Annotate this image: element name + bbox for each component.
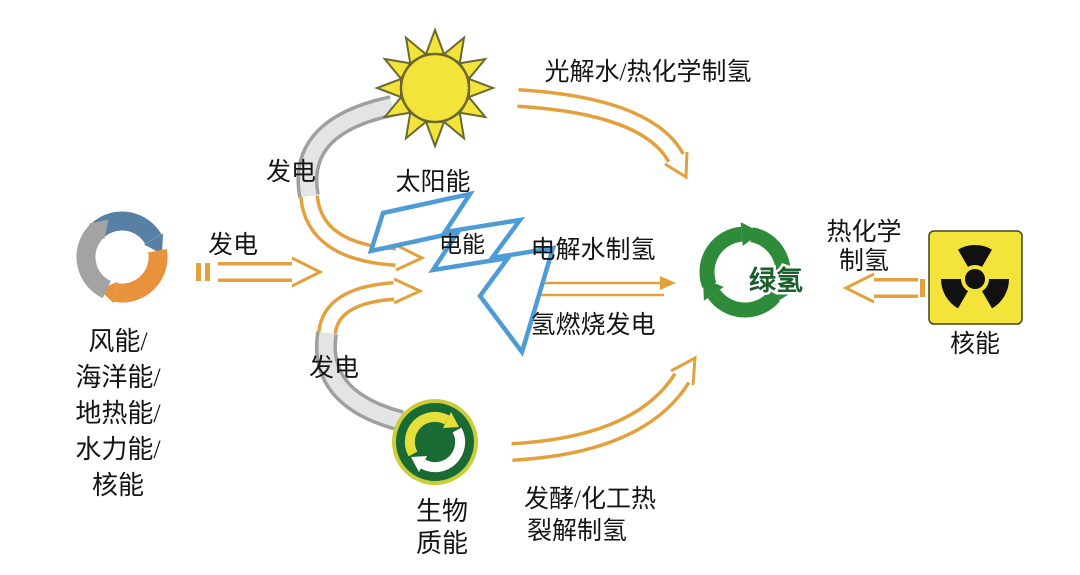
- radiation-trefoil-icon: [941, 245, 1009, 309]
- generation-biomass-label: 发电: [309, 354, 359, 382]
- renewables-label-line3: 地热能/: [75, 399, 161, 428]
- nuclear-to-hydrogen-arrow: [842, 272, 934, 304]
- arrowhead-icon: [702, 278, 724, 301]
- solar-photolysis-label: 光解水/热化学制氢: [545, 58, 752, 86]
- biomass-generation-band: [314, 331, 404, 432]
- arrow-tail-bar: [920, 279, 925, 297]
- renewables-label-line2: 海洋能/: [75, 363, 161, 392]
- arrowhead-icon: [393, 277, 424, 305]
- sun-icon: [376, 29, 494, 147]
- generation-renewables-label: 发电: [208, 231, 258, 259]
- solar-label: 太阳能: [395, 168, 470, 196]
- arrowhead-icon: [88, 219, 109, 240]
- arrow-tail-bar: [205, 263, 210, 281]
- nuclear-thermochemical-line2: 制氢: [839, 247, 889, 275]
- arrowhead-icon: [144, 233, 163, 254]
- green-hydrogen-label: 绿氢: [749, 266, 803, 296]
- biomass-label-line1: 生物: [416, 497, 468, 526]
- arrowhead-icon: [411, 456, 427, 472]
- hydrogen-combustion-label: 氢燃烧发电: [530, 311, 655, 339]
- electricity-label: 电能: [439, 232, 485, 257]
- biomass-icon: [392, 399, 478, 485]
- nuclear-thermochemical-line1: 热化学: [826, 218, 901, 246]
- biomass-pyrolysis-line2: 裂解制氢: [527, 517, 627, 545]
- arrowhead-icon: [842, 272, 875, 304]
- arrowhead-icon: [660, 276, 676, 290]
- arrowhead-icon: [664, 151, 689, 180]
- biomass-generation-arrow: [317, 277, 424, 335]
- renewables-label-line1: 风能/: [88, 327, 148, 356]
- renewables-cycle-icon: [76, 211, 168, 304]
- arrowhead-icon: [99, 281, 118, 304]
- arrowhead-icon: [395, 243, 426, 272]
- renewables-label-line5: 核能: [92, 471, 144, 500]
- solar-generation-band: [296, 95, 395, 199]
- arrowhead-icon: [291, 256, 324, 288]
- arrow-tail-bar: [196, 263, 201, 281]
- solar-to-hydrogen-arrow: [517, 88, 689, 180]
- green-hydrogen-recycle-icon: [699, 222, 791, 318]
- generation-solar-label: 发电: [266, 158, 316, 186]
- sun-core: [399, 52, 471, 124]
- arrowhead-icon: [740, 222, 761, 247]
- electrolysis-label: 电解水制氢: [530, 236, 655, 264]
- arrowhead-icon: [443, 412, 459, 428]
- biomass-label-line2: 质能: [416, 529, 468, 558]
- nuclear-label: 核能: [950, 330, 1000, 358]
- lightning-bolt-icon: [367, 190, 557, 357]
- nuclear-icon: [928, 230, 1023, 325]
- renewables-label-line4: 水力能/: [75, 435, 161, 464]
- arrowhead-icon: [670, 355, 697, 386]
- biomass-to-hydrogen-arrow: [511, 355, 697, 462]
- renewables-generation-arrow: [196, 256, 324, 288]
- biomass-pyrolysis-line1: 发酵/化工热: [524, 485, 656, 513]
- solar-generation-arrow: [299, 194, 426, 272]
